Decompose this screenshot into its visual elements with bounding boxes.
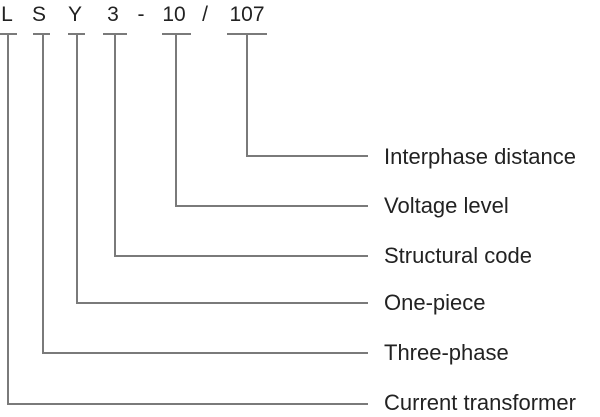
connector-horizontal-S [41,352,368,354]
connector-horizontal-107 [245,155,368,157]
code-token-dash: - [137,3,145,26]
code-token-Y: Y [67,3,83,26]
connector-vertical-S [41,33,44,354]
code-label-interphase-distance: Interphase distance [384,144,577,169]
connector-horizontal-10 [175,205,368,207]
connector-horizontal-L [6,403,368,405]
connector-vertical-3 [113,33,116,257]
connector-vertical-10 [175,33,177,207]
code-token-107: 107 [229,3,265,26]
code-label-voltage-level: Voltage level [384,193,509,218]
code-token-3: 3 [107,3,119,26]
connector-vertical-L [6,33,9,405]
code-label-current-transformer: Current transformer [384,390,576,415]
code-label-one-piece: One-piece [384,290,486,315]
connector-vertical-Y [75,33,78,304]
connector-tee-L [0,33,17,35]
connector-horizontal-3 [113,255,368,257]
connector-horizontal-Y [75,302,368,304]
code-token-10: 10 [162,3,186,26]
connector-vertical-107 [245,33,248,157]
code-label-structural-code: Structural code [384,243,532,268]
code-token-L: L [1,3,13,26]
code-token-slash: / [202,3,208,26]
code-label-three-phase: Three-phase [384,340,509,365]
code-token-S: S [31,3,47,26]
